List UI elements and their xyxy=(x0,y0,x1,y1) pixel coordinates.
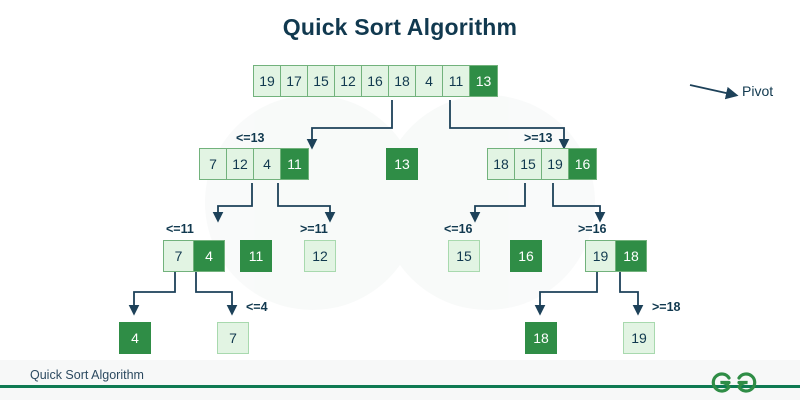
page-title: Quick Sort Algorithm xyxy=(282,14,518,40)
array-cell: 4 xyxy=(254,149,281,179)
footer-divider xyxy=(0,385,800,388)
leaf-array-7: 7 xyxy=(217,322,249,354)
array-cell-pivot: 11 xyxy=(241,241,271,271)
array-cell: 12 xyxy=(227,149,254,179)
array-cell: 18 xyxy=(389,66,416,96)
root-array: 19 17 15 12 16 18 4 11 13 xyxy=(253,65,498,97)
array-cell: 7 xyxy=(164,241,194,271)
branch-label-gte-18: >=18 xyxy=(652,300,681,314)
left-pivot-array: 11 xyxy=(240,240,272,272)
array-cell-pivot: 18 xyxy=(616,241,646,271)
branch-label-gte-16: >=16 xyxy=(578,222,607,236)
array-cell-pivot: 16 xyxy=(511,241,541,271)
array-cell: 7 xyxy=(200,149,227,179)
array-cell-pivot: 16 xyxy=(569,149,596,179)
array-cell-pivot: 18 xyxy=(526,323,556,353)
right-right-array: 19 18 xyxy=(585,240,647,272)
branch-label-gte-13: >=13 xyxy=(524,131,553,145)
footer-band xyxy=(0,360,800,400)
pivot-array: 13 xyxy=(386,148,418,180)
leaf-array-19: 19 xyxy=(623,322,655,354)
array-cell: 17 xyxy=(281,66,308,96)
right-array: 18 15 19 16 xyxy=(487,148,597,180)
array-cell: 4 xyxy=(416,66,443,96)
leaf-array-18: 18 xyxy=(525,322,557,354)
right-left-array: 15 xyxy=(448,240,480,272)
array-cell: 19 xyxy=(542,149,569,179)
left-array: 7 12 4 11 xyxy=(199,148,309,180)
array-cell: 15 xyxy=(308,66,335,96)
leaf-array-4: 4 xyxy=(119,322,151,354)
array-cell-pivot: 13 xyxy=(470,66,497,96)
array-cell-pivot: 11 xyxy=(281,149,308,179)
left-right-array: 12 xyxy=(304,240,336,272)
array-cell: 12 xyxy=(305,241,335,271)
branch-label-lte-13: <=13 xyxy=(236,131,265,145)
array-cell-pivot: 13 xyxy=(387,149,417,179)
array-cell-pivot: 4 xyxy=(120,323,150,353)
array-cell: 11 xyxy=(443,66,470,96)
branch-label-lte-4: <=4 xyxy=(246,300,268,314)
branch-label-lte-11: <=11 xyxy=(166,222,194,236)
background-watermark xyxy=(205,95,595,310)
branch-label-lte-16: <=16 xyxy=(444,222,473,236)
array-cell: 19 xyxy=(586,241,616,271)
branch-label-gte-11: >=11 xyxy=(300,222,328,236)
pivot-annotation-label: Pivot xyxy=(742,83,774,99)
array-cell: 16 xyxy=(362,66,389,96)
array-cell: 19 xyxy=(254,66,281,96)
array-cell-pivot: 4 xyxy=(194,241,224,271)
geeksforgeeks-logo xyxy=(711,372,757,393)
array-cell: 12 xyxy=(335,66,362,96)
array-cell: 15 xyxy=(449,241,479,271)
right-pivot-array: 16 xyxy=(510,240,542,272)
left-left-array: 7 4 xyxy=(163,240,225,272)
footer-caption: Quick Sort Algorithm xyxy=(30,368,144,382)
array-cell: 15 xyxy=(515,149,542,179)
array-cell: 19 xyxy=(624,323,654,353)
array-cell: 18 xyxy=(488,149,515,179)
array-cell: 7 xyxy=(218,323,248,353)
